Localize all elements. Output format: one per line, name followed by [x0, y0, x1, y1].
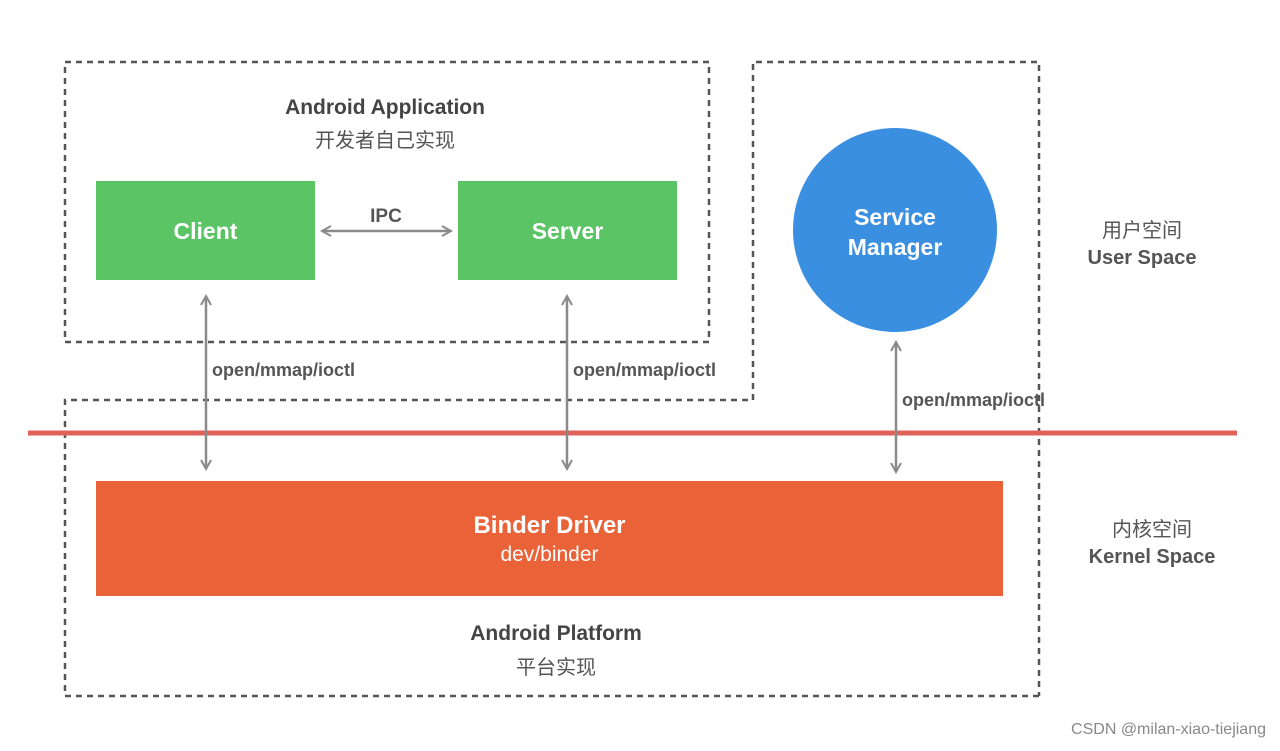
android-application-title: Android Application [285, 96, 485, 119]
binder-driver-title: Binder Driver [473, 512, 626, 539]
client-box [96, 181, 315, 280]
binder-driver-subtitle: dev/binder [500, 543, 599, 566]
android-platform-subtitle: 平台实现 [516, 657, 596, 679]
service-manager-label-line1: Service [854, 204, 936, 230]
kernel-space-label-cn: 内核空间 [1112, 519, 1192, 541]
kernel-space-label: 内核空间 Kernel Space [1072, 513, 1232, 569]
user-space-label: 用户空间 User Space [1062, 214, 1222, 270]
server-syscall-label: open/mmap/ioctl [573, 360, 717, 380]
user-space-label-cn: 用户空间 [1102, 220, 1182, 242]
csdn-watermark: CSDN @milan-xiao-tiejiang [1071, 721, 1266, 738]
android-platform-title: Android Platform [470, 622, 642, 645]
kernel-space-label-en: Kernel Space [1088, 546, 1216, 568]
android-application-container [63, 60, 711, 344]
android-application-subtitle: 开发者自己实现 [315, 130, 455, 152]
service-manager-syscall-label: open/mmap/ioctl [902, 390, 1046, 410]
android-platform-container [63, 398, 1039, 698]
service-manager-container [751, 60, 1041, 696]
server-box [458, 181, 677, 280]
server-label: Server [531, 218, 604, 244]
service-manager-label: Service Manager [795, 202, 995, 262]
ipc-label: IPC [370, 206, 402, 227]
binder-driver-box [96, 481, 1003, 596]
client-label: Client [173, 218, 238, 244]
binder-driver-text: Binder Driver dev/binder [96, 511, 1003, 569]
service-manager-circle [793, 128, 997, 332]
service-manager-label-line2: Manager [847, 234, 943, 260]
client-syscall-label: open/mmap/ioctl [212, 360, 356, 380]
user-space-label-en: User Space [1087, 247, 1197, 269]
